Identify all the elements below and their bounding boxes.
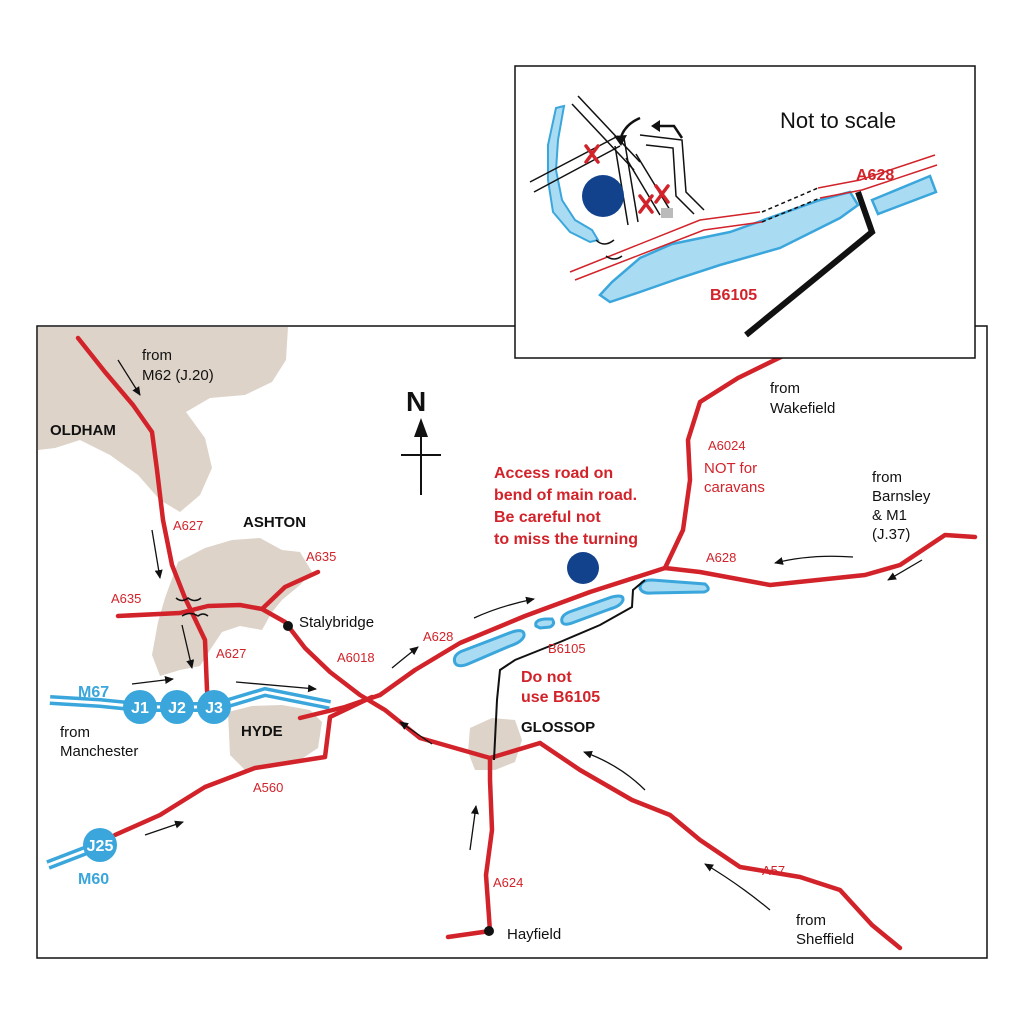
access-note-3: Be careful not (494, 509, 601, 526)
inset-map: Not to scale A628 B6105 (514, 65, 976, 359)
access-note-1: Access road on (494, 465, 613, 482)
a6024-note-1: NOT for (704, 460, 757, 477)
from-manchester-label: from (60, 724, 90, 741)
inset-reservoir (598, 190, 860, 304)
bridge-symbol (175, 597, 209, 617)
inset-access-roads (529, 95, 705, 226)
inset-bridge (595, 239, 623, 260)
junction-j1 (123, 690, 157, 724)
from-barnsley-label-2: Barnsley (872, 488, 931, 505)
a627-top-label: A627 (173, 518, 203, 533)
direction-arrows (117, 359, 923, 911)
from-barnsley-label-4: (J.37) (872, 526, 910, 543)
a635-right-label: A635 (306, 549, 336, 564)
inset-arrow-head (651, 120, 660, 132)
from-barnsley-label-3: & M1 (872, 507, 907, 524)
from-barnsley-label: from (872, 469, 902, 486)
j3-label: J3 (205, 700, 223, 717)
a624-road (445, 755, 495, 940)
reservoir-2 (534, 617, 556, 630)
b6105-road (493, 579, 646, 761)
inset-frame (514, 65, 976, 359)
b6105-warning-1: Do not (521, 669, 572, 686)
from-sheffield-label: from (796, 912, 826, 929)
a57-road (537, 740, 903, 951)
inset-not-to-scale: Not to scale (780, 108, 896, 133)
north-arrow (401, 418, 441, 495)
a635-road (115, 569, 321, 619)
from-wakefield-label: from (770, 380, 800, 397)
glossop-label: GLOSSOP (521, 719, 595, 736)
j25-label: J25 (87, 838, 114, 855)
stalybridge-label: Stalybridge (299, 614, 374, 631)
a560-label: A560 (253, 780, 283, 795)
inset-a628-road (569, 154, 938, 281)
inset-dashed-road (761, 187, 821, 223)
inset-stream (547, 104, 600, 244)
inset-turn-arrow-head (614, 135, 627, 146)
j1-label: J1 (131, 700, 149, 717)
hayfield-label: Hayfield (507, 926, 561, 943)
site-marker (567, 552, 599, 584)
m60-label: M60 (78, 871, 109, 888)
a6018-road (259, 606, 543, 761)
a560-road (112, 694, 375, 838)
inset-reservoir-east (870, 174, 938, 216)
junction-j2 (160, 690, 194, 724)
reservoir-3 (560, 594, 625, 626)
ashton-label: ASHTON (243, 514, 306, 531)
inset-b6105-label: B6105 (710, 287, 757, 304)
junction-j3 (197, 690, 231, 724)
inset-building (661, 208, 673, 218)
from-sheffield-label-2: Sheffield (796, 931, 854, 948)
a6024-label: A6024 (708, 438, 746, 453)
a627-bottom-label: A627 (216, 646, 246, 661)
a628-left-label: A628 (423, 629, 453, 644)
a635-left-label: A635 (111, 591, 141, 606)
hyde-area (228, 705, 322, 770)
junction-j25 (83, 828, 117, 862)
hayfield-dot (484, 926, 494, 936)
inset-b6105-road (744, 191, 876, 338)
a627-road (75, 335, 213, 715)
from-wakefield-label-2: Wakefield (770, 400, 835, 417)
from-m62-label-2: M62 (J.20) (142, 367, 214, 384)
roads (75, 335, 978, 951)
b6105-label: B6105 (548, 641, 586, 656)
inset-direction-arrow (655, 124, 684, 139)
access-note-4: to miss the turning (494, 531, 638, 548)
a628-right-label: A628 (706, 550, 736, 565)
hyde-link-road (297, 692, 383, 721)
oldham-area (38, 327, 288, 512)
a6024-road (662, 352, 788, 571)
oldham-label: OLDHAM (50, 422, 116, 439)
b6105-warning-2: use B6105 (521, 689, 600, 706)
north-label: N (406, 386, 426, 417)
reservoir-1 (453, 629, 526, 668)
from-manchester-label-2: Manchester (60, 743, 138, 760)
from-m62-label: from (142, 347, 172, 364)
a6018-label: A6018 (337, 650, 375, 665)
a6024-note-2: caravans (704, 479, 765, 496)
inset-a628-label: A628 (856, 167, 894, 184)
a624-label: A624 (493, 875, 523, 890)
a57-label: A57 (762, 863, 785, 878)
m67-label: M67 (78, 684, 109, 701)
inset-site-marker (582, 175, 624, 217)
stalybridge-dot (283, 621, 293, 631)
j2-label: J2 (168, 700, 186, 717)
inset-no-entry-marks (584, 144, 670, 214)
motorway-junctions (83, 690, 231, 862)
reservoirs (453, 578, 710, 668)
access-note-2: bend of main road. (494, 487, 637, 504)
hyde-label: HYDE (241, 723, 283, 740)
reservoir-4 (638, 578, 710, 595)
